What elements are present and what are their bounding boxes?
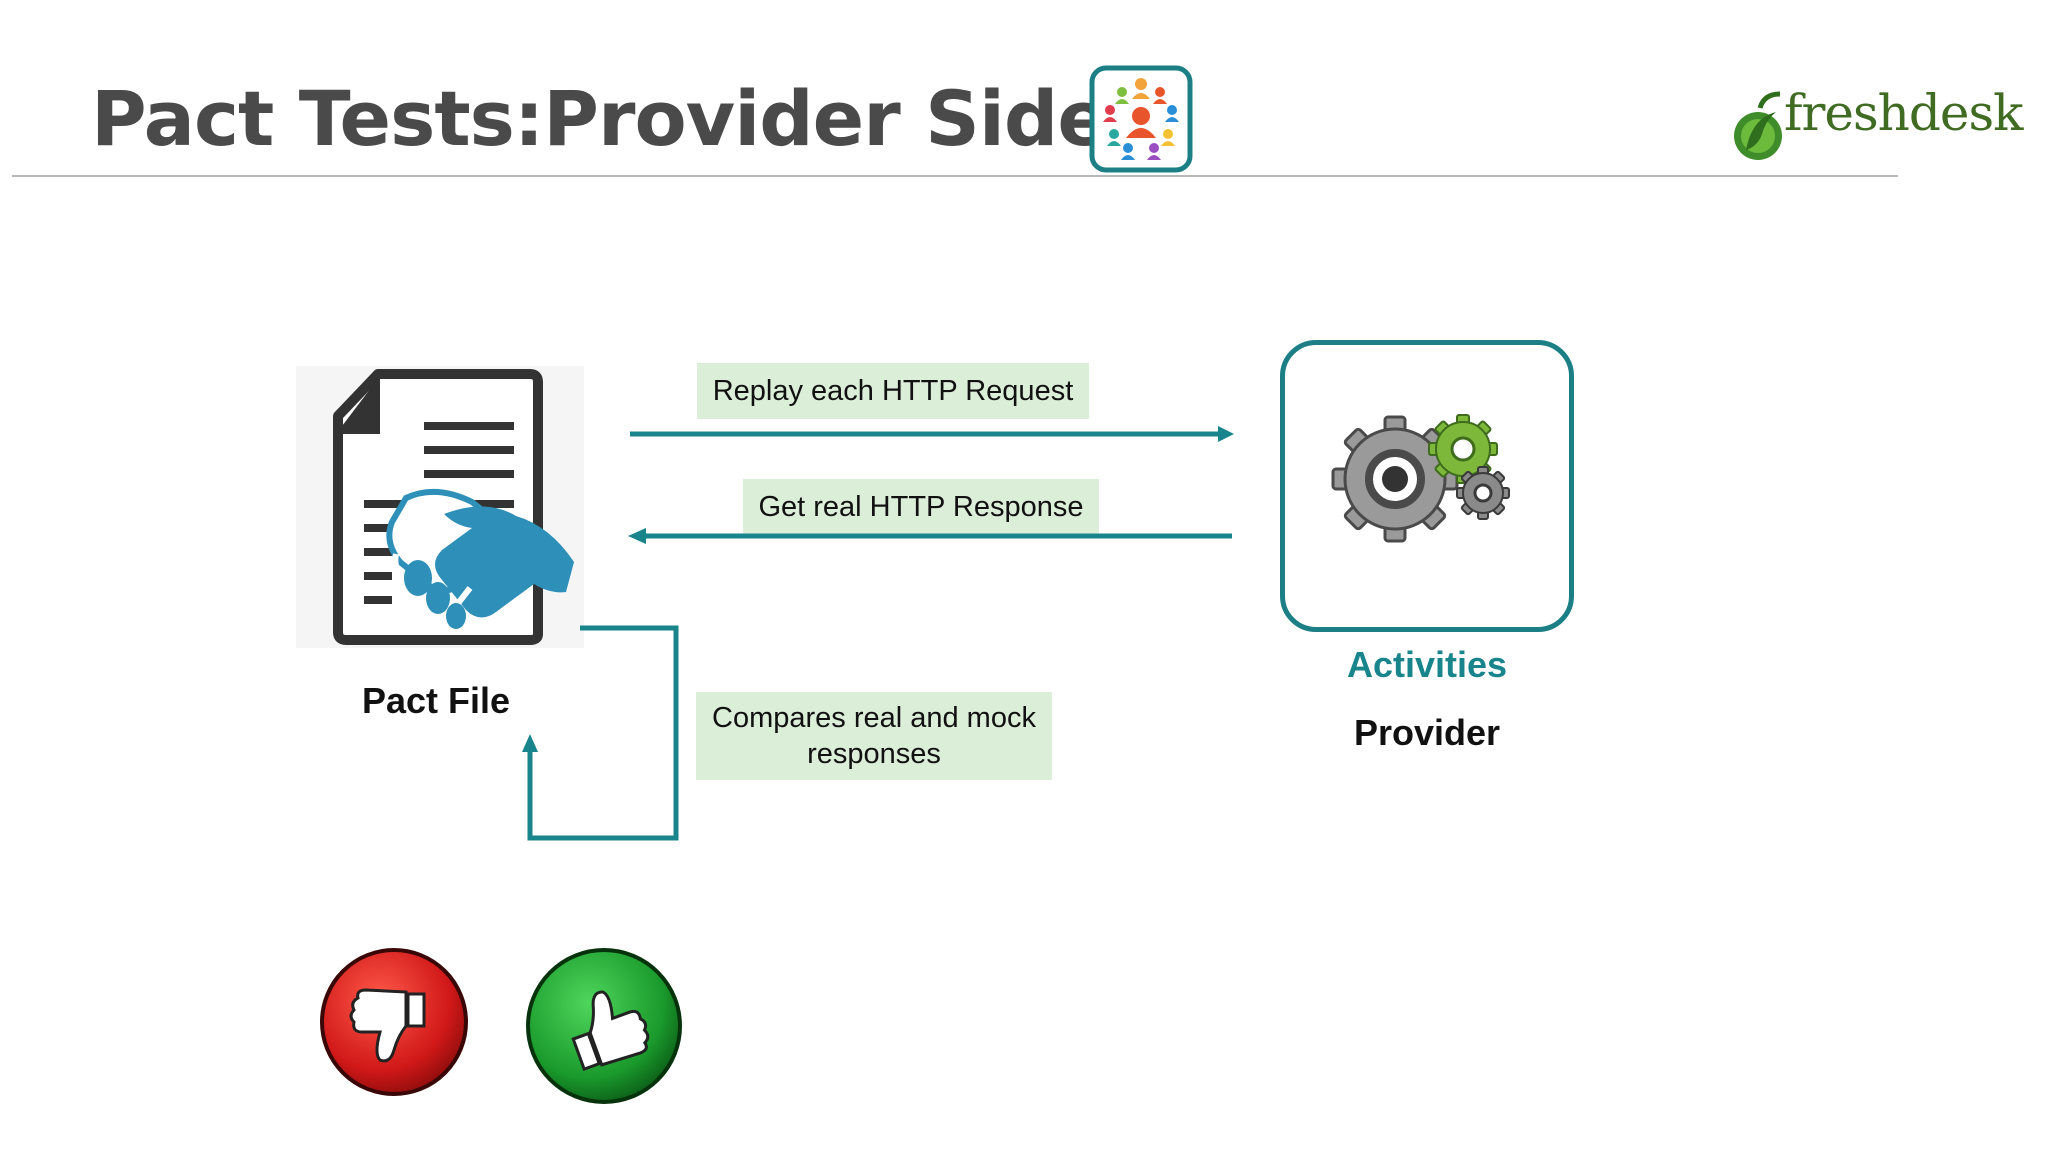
slide-title: Pact Tests:Provider Side — [91, 74, 1109, 163]
brand-name: freshdesk — [1784, 84, 2023, 142]
thumbs-up-icon — [526, 948, 682, 1104]
pact-file-icon — [296, 366, 584, 648]
request-arrow — [630, 426, 1234, 442]
leaf-icon — [1734, 91, 1782, 160]
pact-file-label: Pact File — [361, 680, 511, 721]
compare-label-line1: Compares real and mock — [712, 702, 1036, 734]
response-label: Get real HTTP Response — [743, 479, 1099, 535]
title-divider — [12, 175, 1898, 177]
compare-label-line2: responses — [807, 738, 941, 770]
provider-box — [1280, 340, 1574, 632]
provider-name: Activities — [1346, 644, 1508, 685]
provider-role: Provider — [1353, 712, 1501, 753]
compare-loop-arrow — [522, 625, 679, 841]
thumbs-down-icon — [320, 948, 468, 1096]
compare-label: Compares real and mock responses — [696, 692, 1052, 780]
request-label: Replay each HTTP Request — [697, 363, 1089, 419]
gears-icon — [1331, 414, 1510, 543]
handshake-icon — [386, 488, 574, 629]
team-icon — [1089, 65, 1193, 173]
response-arrow — [628, 528, 1232, 544]
freshdesk-logo: freshdesk — [1730, 84, 2023, 173]
